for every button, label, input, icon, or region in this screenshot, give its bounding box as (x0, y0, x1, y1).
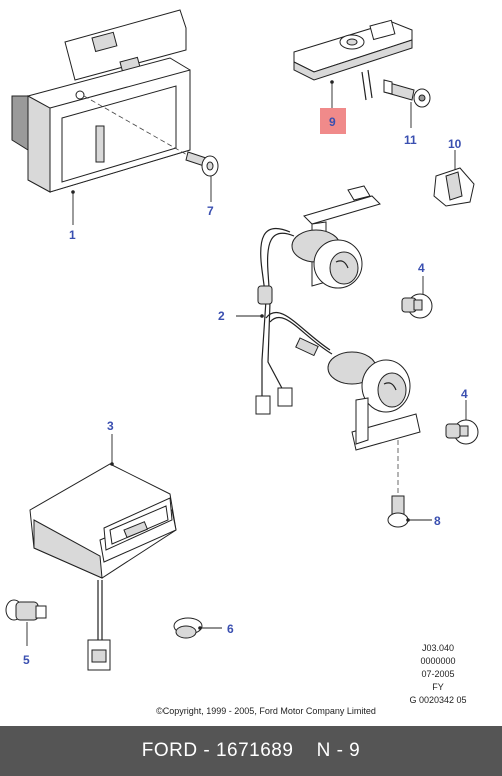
callout-4-lower[interactable]: 4 (461, 387, 468, 401)
callout-2[interactable]: 2 (218, 309, 225, 323)
part-10-clip[interactable] (433, 167, 475, 207)
part-4-bulb-lower[interactable] (445, 419, 479, 445)
footer-bar: FORD - 1671689 N - 9 (0, 726, 502, 776)
part-3-module[interactable] (29, 463, 177, 671)
footer-spacer (293, 740, 316, 762)
highlight-callout-9 (320, 108, 346, 134)
part-9-switch-panel[interactable] (293, 19, 413, 101)
callout-9[interactable]: 9 (329, 115, 336, 129)
callout-10[interactable]: 10 (448, 137, 462, 151)
footer-brand: FORD (141, 740, 198, 761)
drawing-reference: J03.040 0000000 07-2005 FY G 0020342 05 (398, 642, 478, 707)
footer-position: N - 9 (316, 740, 361, 761)
reference-line-3: 07-2005 (421, 669, 455, 679)
reference-line-1: J03.040 (421, 643, 455, 653)
reference-line-4: FY (432, 682, 444, 692)
part-2-lamp-harness[interactable] (255, 185, 421, 451)
part-6-grommet[interactable] (173, 617, 203, 639)
callout-4-upper[interactable]: 4 (418, 261, 425, 275)
footer-separator: - (197, 740, 216, 761)
part-11-screw[interactable] (383, 79, 431, 108)
callout-7[interactable]: 7 (207, 204, 214, 218)
callout-5[interactable]: 5 (23, 653, 30, 667)
reference-line-5: G 0020342 05 (409, 695, 467, 705)
part-4-bulb-upper[interactable] (401, 293, 433, 319)
part-1-control-module[interactable] (11, 9, 191, 193)
footer-part-number: 1671689 (215, 740, 294, 761)
part-7-screw[interactable] (185, 151, 219, 177)
copyright-notice: ©Copyright, 1999 - 2005, Ford Motor Comp… (156, 706, 376, 716)
reference-line-2: 0000000 (420, 656, 456, 666)
part-5-bulb[interactable] (5, 599, 47, 621)
callout-8[interactable]: 8 (434, 514, 441, 528)
callout-11[interactable]: 11 (404, 133, 417, 147)
callout-1[interactable]: 1 (69, 228, 76, 242)
callout-3[interactable]: 3 (107, 419, 114, 433)
parts-diagram: 1 7 9 11 10 (5, 9, 479, 671)
part-8-screw[interactable] (387, 495, 409, 528)
callout-6[interactable]: 6 (227, 622, 234, 636)
